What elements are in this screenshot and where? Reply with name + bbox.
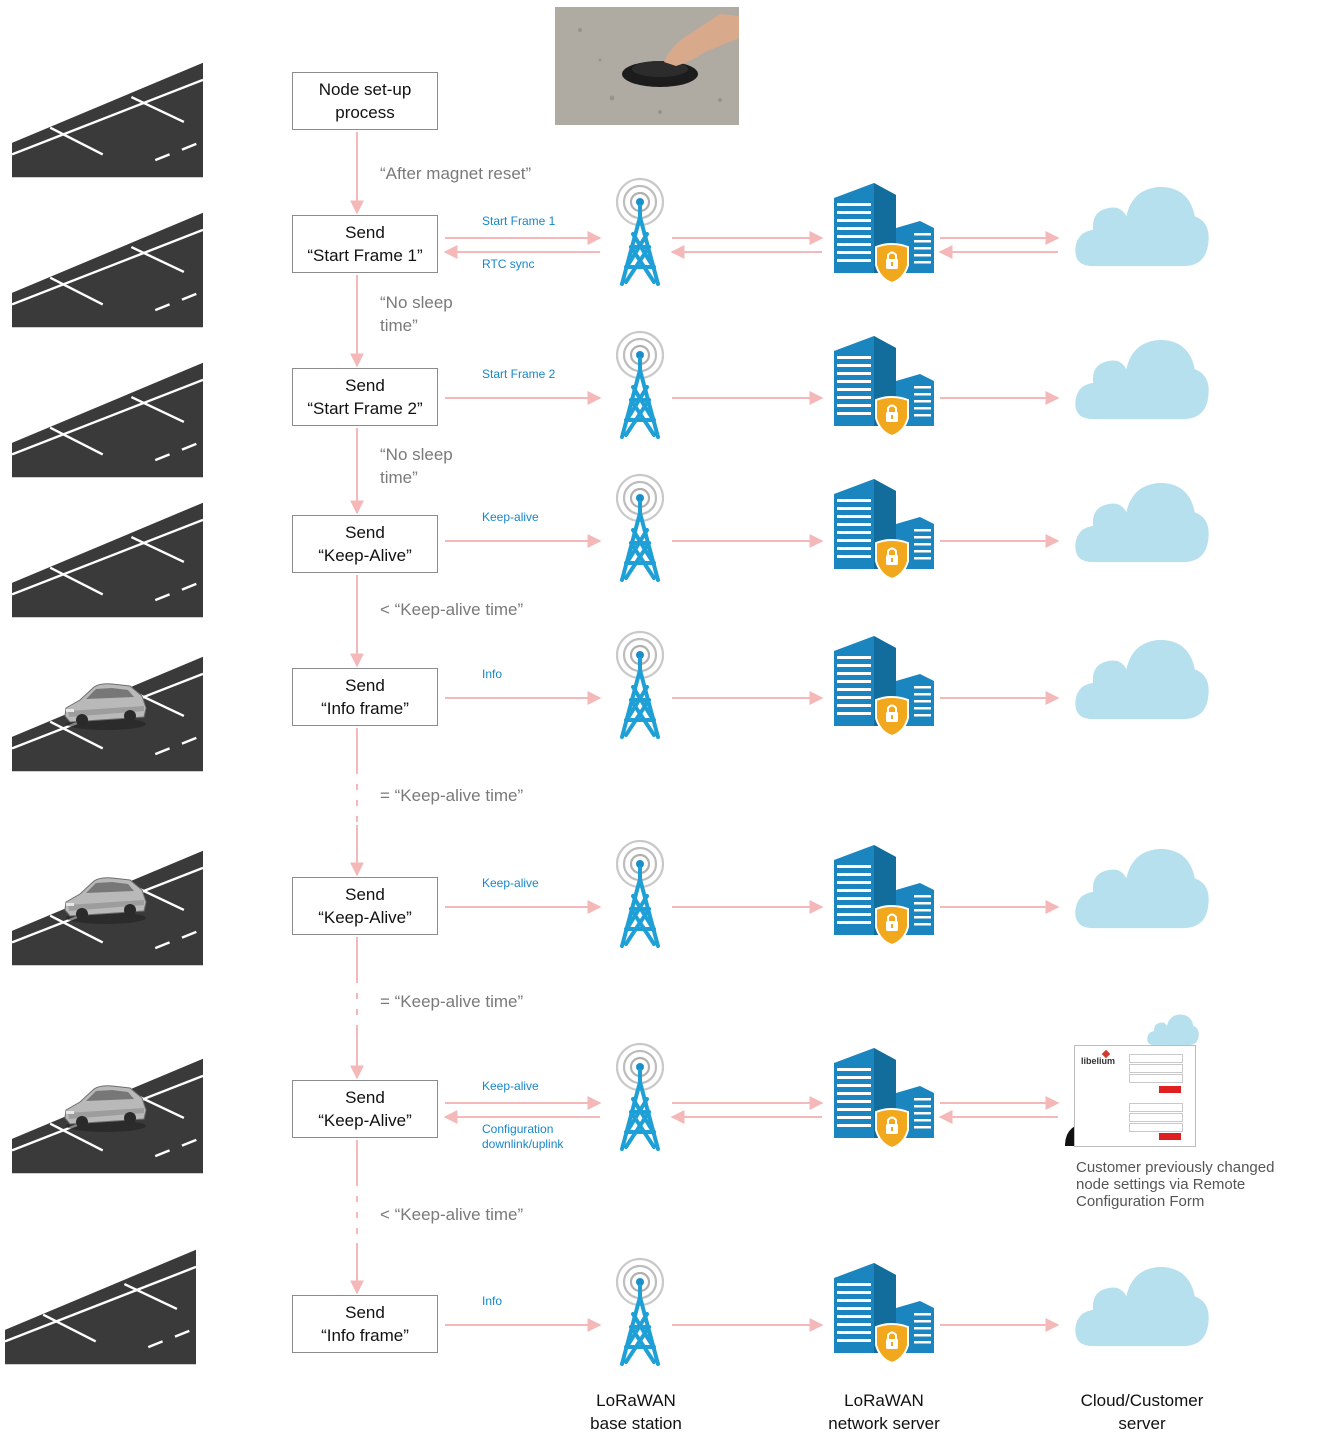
column-title-cloud-server: Cloud/Customer server	[1080, 1391, 1204, 1433]
parking-spot-road	[5, 1249, 196, 1365]
lorawan-antenna-icon	[615, 177, 665, 286]
parked-car	[64, 683, 147, 731]
form-submit-button	[1159, 1086, 1181, 1093]
process-step-box: Send “Keep-Alive”	[292, 1080, 438, 1138]
form-field	[1129, 1103, 1183, 1112]
process-step-box: Send “Info frame”	[292, 1295, 438, 1353]
parking-spot-road	[12, 362, 203, 478]
process-step-line-2: “Keep-Alive”	[318, 1111, 412, 1130]
cloud-icon	[1147, 1014, 1199, 1046]
process-step-line-2: “Info frame”	[321, 1326, 409, 1345]
cloud-icon	[1075, 186, 1209, 267]
process-step-line-2: “Start Frame 1”	[307, 246, 423, 265]
transition-label: = “Keep-alive time”	[380, 992, 524, 1011]
process-step-line-1: Send	[345, 1088, 385, 1107]
lorawan-antenna-icon	[615, 473, 665, 582]
downlink-message-label: RTC sync	[482, 257, 535, 271]
cloud-icon	[1075, 482, 1209, 563]
sensor-photo	[555, 7, 739, 125]
network-server-icon	[834, 636, 934, 736]
uplink-message-label: Info	[482, 667, 503, 681]
network-server-icon	[834, 1048, 934, 1148]
uplink-message-label: Start Frame 2	[482, 367, 556, 381]
message-arrows	[443, 231, 1060, 1332]
network-server-icon	[834, 183, 934, 283]
cloud-icon	[1075, 1266, 1209, 1347]
uplink-message-label: Keep-alive	[482, 510, 539, 524]
process-step-box: Send “Keep-Alive”	[292, 877, 438, 935]
process-step-line-1: Send	[345, 523, 385, 542]
parking-spots	[5, 62, 203, 1365]
process-step-line-2: “Keep-Alive”	[318, 546, 412, 565]
form-field	[1129, 1054, 1183, 1063]
process-step-line-2: “Keep-Alive”	[318, 908, 412, 927]
parked-car	[64, 1085, 147, 1133]
lorawan-antenna-icon	[615, 630, 665, 739]
process-step-line-2: process	[335, 103, 395, 122]
lorawan-antenna-icon	[615, 1257, 665, 1366]
parking-spot-road	[12, 212, 203, 328]
uplink-message-label: Keep-alive	[482, 876, 539, 890]
lorawan-antenna-icon	[615, 330, 665, 439]
process-step-line-1: Send	[345, 1303, 385, 1322]
form-field	[1129, 1074, 1183, 1083]
remote-configuration-form: libelium	[1074, 1045, 1196, 1147]
network-server-icon	[834, 336, 934, 436]
form-field	[1129, 1113, 1183, 1122]
process-step-box: Send “Start Frame 1”	[292, 215, 438, 273]
remote-config-note: Customer previously changed node setting…	[1076, 1159, 1275, 1210]
process-step-line-1: Send	[345, 223, 385, 242]
transition-label: < “Keep-alive time”	[380, 1205, 524, 1224]
column-title-network-server: LoRaWAN network server	[828, 1391, 940, 1433]
network-server-icon	[834, 845, 934, 945]
transition-label: = “Keep-alive time”	[380, 786, 524, 805]
form-submit-button	[1159, 1133, 1181, 1140]
process-step-box: Send “Start Frame 2”	[292, 368, 438, 426]
uplink-message-label: Info	[482, 1294, 503, 1308]
process-step-line-2: “Start Frame 2”	[307, 399, 423, 418]
transition-label: < “Keep-alive time”	[380, 600, 524, 619]
downlink-message-label: Configuration downlink/uplink	[482, 1122, 564, 1151]
uplink-message-label: Start Frame 1	[482, 214, 556, 228]
process-step-line-1: Node set-up	[318, 80, 412, 99]
process-step-line-1: Send	[345, 376, 385, 395]
column-title-base-station: LoRaWAN base station	[590, 1391, 682, 1433]
uplink-message-label: Keep-alive	[482, 1079, 539, 1093]
lorawan-antenna-icon	[615, 839, 665, 948]
process-step-box: Send “Keep-Alive”	[292, 515, 438, 573]
network-server-icon	[834, 1263, 934, 1363]
lorawan-antenna-icon	[615, 1042, 665, 1151]
parking-spot-road	[12, 502, 203, 618]
process-step-line-2: “Info frame”	[321, 699, 409, 718]
form-field	[1129, 1064, 1183, 1073]
transition-label: “No sleep time”	[380, 293, 453, 335]
form-brand-logo: libelium	[1081, 1056, 1116, 1066]
parked-car	[64, 877, 147, 925]
network-server-icon	[834, 479, 934, 579]
process-step-line-1: Send	[345, 676, 385, 695]
form-field	[1129, 1123, 1183, 1132]
cloud-icon	[1075, 339, 1209, 420]
process-step-line-1: Send	[345, 885, 385, 904]
process-step-box: Node set-up process	[292, 72, 438, 130]
transition-label: “After magnet reset”	[380, 164, 532, 183]
cloud-icon	[1075, 848, 1209, 929]
hand	[664, 14, 739, 66]
parking-spot-road	[12, 62, 203, 178]
cloud-icon	[1075, 639, 1209, 720]
process-step-box: Send “Info frame”	[292, 668, 438, 726]
transition-label: “No sleep time”	[380, 445, 453, 487]
